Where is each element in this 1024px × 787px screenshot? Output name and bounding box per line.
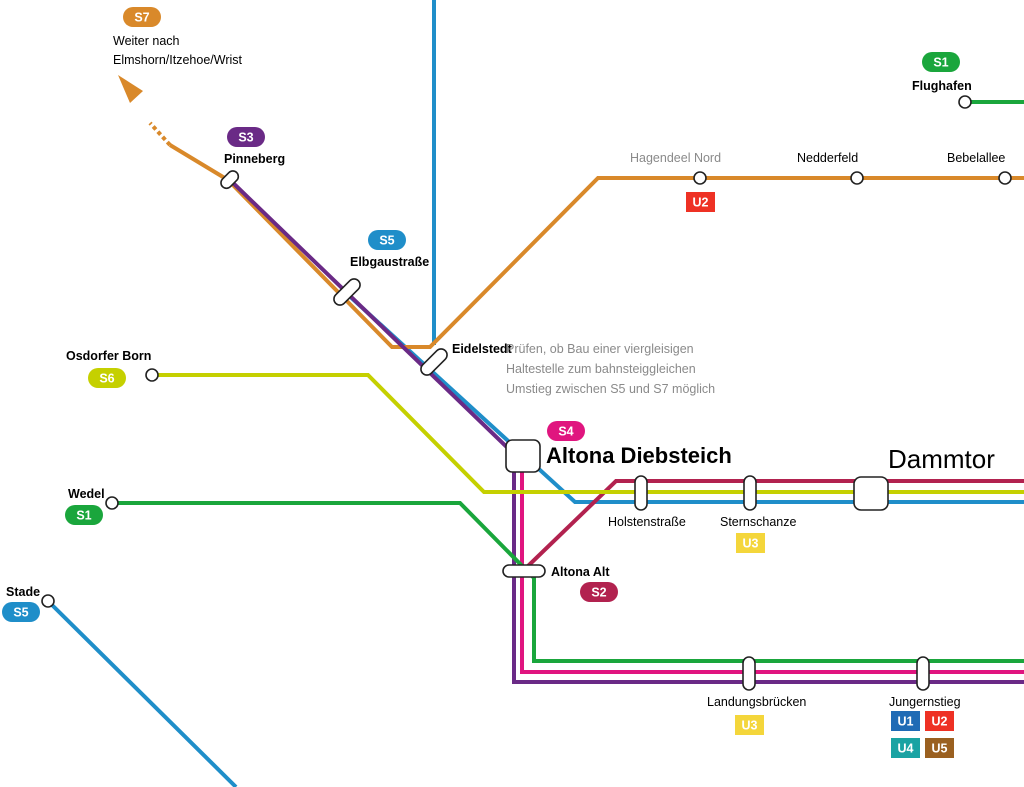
- station-wedel[interactable]: [105, 496, 119, 510]
- badge-u5-jungfernstieg: U5: [932, 742, 948, 756]
- badge-s1-flughafen-bg: [922, 52, 960, 72]
- label-landungsbruecken: Landungsbrücken: [707, 695, 806, 709]
- badge-u4-jungfernstieg: U4: [898, 742, 914, 756]
- badge-u5-jungfernstieg-bg: [925, 738, 954, 758]
- label-flughafen: Flughafen: [912, 79, 972, 93]
- badge-u2-jungfernstieg: U2: [932, 715, 948, 729]
- badge-s7-bg: [123, 7, 161, 27]
- badge-u3-landungsbruecken: U3: [742, 719, 758, 733]
- label-stade: Stade: [6, 585, 40, 599]
- label-eidelstedt: Eidelstedt: [452, 342, 513, 356]
- badge-s1-flughafen: S1: [933, 56, 948, 70]
- badge-s7: S7: [134, 11, 149, 25]
- station-flughafen[interactable]: [958, 95, 972, 109]
- label-holstenstrasse: Holstenstraße: [608, 515, 686, 529]
- badge-s5-elbgau: S5: [379, 234, 394, 248]
- line-s4: [520, 458, 1024, 674]
- badge-s3: S3: [238, 131, 253, 145]
- label-note-2: Haltestelle zum bahnsteiggleichen: [506, 362, 696, 376]
- station-jungernstieg[interactable]: [916, 656, 930, 691]
- badge-s1-wedel-bg: [65, 505, 103, 525]
- badge-s6-bg: [88, 368, 126, 388]
- badge-s2-bg: [580, 582, 618, 602]
- label-altona-diebsteich: Altona Diebsteich: [546, 443, 732, 468]
- badge-u3-landungsbruecken-bg: [735, 715, 764, 735]
- station-elbgaustrasse[interactable]: [331, 276, 362, 307]
- station-hagendeel-nord[interactable]: [693, 171, 707, 185]
- label-weiter-1: Weiter nach: [113, 34, 180, 48]
- badge-s6: S6: [99, 372, 114, 386]
- badge-s1-wedel: S1: [76, 509, 91, 523]
- badge-u3-sternschanze: U3: [743, 537, 759, 551]
- station-dammtor[interactable]: [853, 476, 889, 511]
- badge-s4-bg: [547, 421, 585, 441]
- line-s5-stade: [46, 599, 238, 787]
- station-holstenstrasse[interactable]: [634, 475, 648, 511]
- line-s7-arrow: [148, 121, 172, 147]
- station-altona-alt[interactable]: [502, 564, 546, 578]
- badge-s3-bg: [227, 127, 265, 147]
- badge-u2-hagendeel: U2: [693, 196, 709, 210]
- label-hagendeel-nord: Hagendeel Nord: [630, 151, 721, 165]
- line-s7: [168, 143, 1024, 349]
- station-stade[interactable]: [41, 594, 55, 608]
- badge-u1-jungfernstieg-bg: [891, 711, 920, 731]
- station-altona-diebsteich[interactable]: [505, 439, 541, 473]
- label-jungernstieg: Jungernstieg: [889, 695, 961, 709]
- station-bebelallee[interactable]: [998, 171, 1012, 185]
- station-osdorfer-born[interactable]: [145, 368, 159, 382]
- badge-u3-sternschanze-bg: [736, 533, 765, 553]
- label-nedderfeld: Nedderfeld: [797, 151, 858, 165]
- label-weiter-2: Elmshorn/Itzehoe/Wrist: [113, 53, 243, 67]
- badge-s2: S2: [591, 586, 606, 600]
- line-s1-wedel: [112, 501, 1024, 663]
- line-badges: S7 S3 S5 S6 S1 S5 S4 S2 S1 U2 U3 U3: [2, 7, 960, 758]
- label-sternschanze: Sternschanze: [720, 515, 796, 529]
- badge-s4: S4: [558, 425, 573, 439]
- badge-s5-elbgau-bg: [368, 230, 406, 250]
- station-nedderfeld[interactable]: [850, 171, 864, 185]
- stations: [41, 95, 1012, 691]
- label-note-1: Prüfen, ob Bau einer viergleisigen: [506, 342, 694, 356]
- label-wedel: Wedel: [68, 487, 105, 501]
- station-pinneberg[interactable]: [219, 169, 241, 191]
- badge-s5-stade: S5: [13, 606, 28, 620]
- badge-u2-hagendeel-bg: [686, 192, 715, 212]
- badge-u4-jungfernstieg-bg: [891, 738, 920, 758]
- badge-u1-jungfernstieg: U1: [898, 715, 914, 729]
- label-bebelallee: Bebelallee: [947, 151, 1005, 165]
- station-eidelstedt[interactable]: [418, 346, 449, 377]
- s7-arrowhead-icon: [118, 75, 143, 103]
- label-dammtor: Dammtor: [888, 444, 995, 474]
- label-pinneberg: Pinneberg: [224, 152, 285, 166]
- badge-u2-jungfernstieg-bg: [925, 711, 954, 731]
- label-elbgaustrasse: Elbgaustraße: [350, 255, 429, 269]
- station-landungsbruecken[interactable]: [742, 656, 756, 691]
- label-note-3: Umstieg zwischen S5 und S7 möglich: [506, 382, 715, 396]
- label-osdorfer-born: Osdorfer Born: [66, 349, 151, 363]
- station-sternschanze[interactable]: [743, 475, 757, 511]
- station-labels: Weiter nach Elmshorn/Itzehoe/Wrist Pinne…: [6, 34, 1005, 709]
- badge-s5-stade-bg: [2, 602, 40, 622]
- label-altona-alt: Altona Alt: [551, 565, 610, 579]
